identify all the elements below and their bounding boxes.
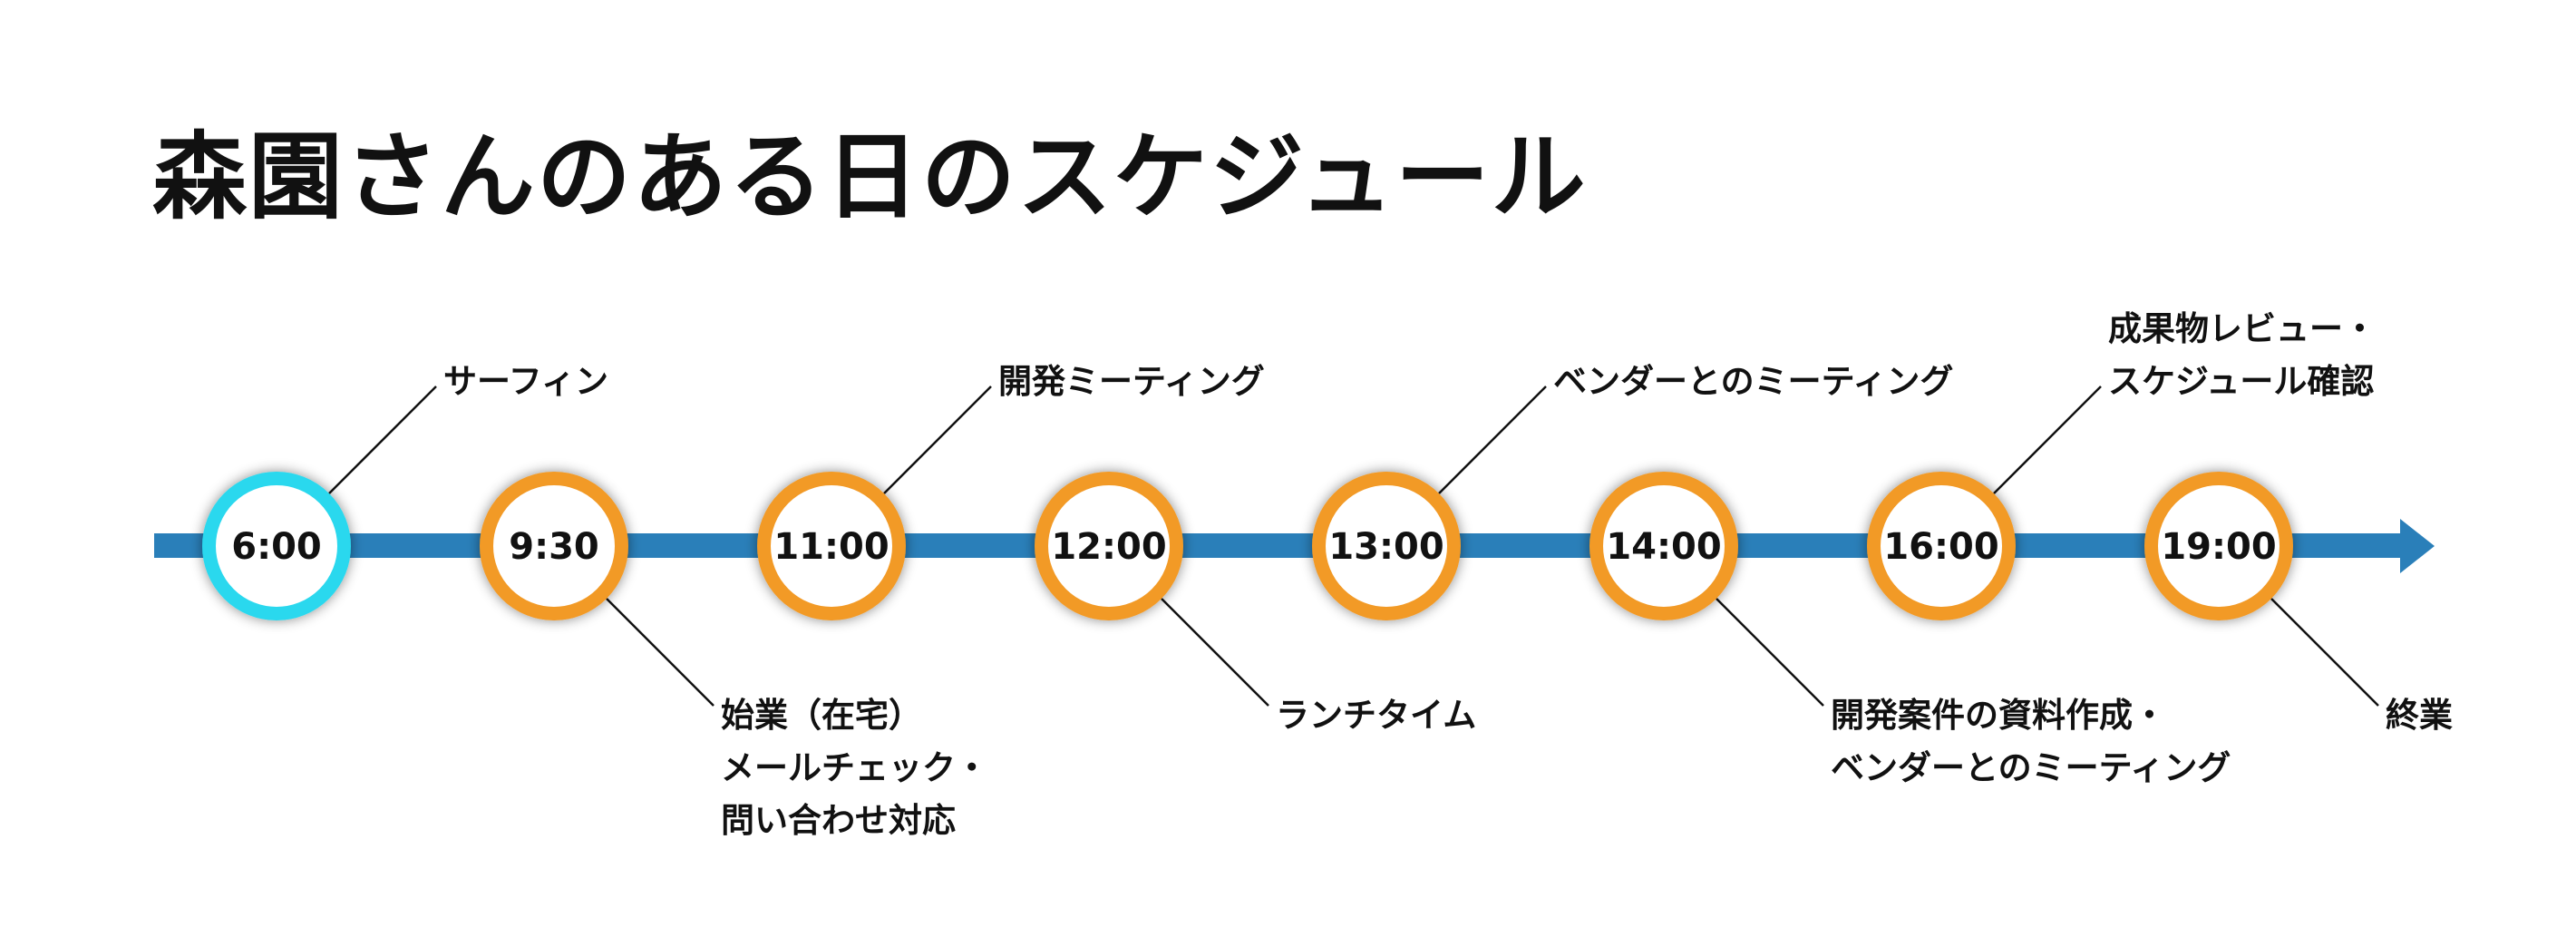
event-label: 開発ミーティング: [998, 356, 1265, 408]
event-time: 9:30: [509, 526, 599, 568]
event-connector-line: [1438, 386, 1547, 494]
event-node: 19:00: [2144, 472, 2293, 620]
event-node-ring: [202, 472, 351, 620]
event-time: 6:00: [231, 526, 322, 568]
event-label-line: スケジュール確認: [2108, 362, 2375, 401]
event-time: 19:00: [2161, 526, 2276, 568]
event-time: 11:00: [773, 526, 889, 568]
event-node-ring: [480, 472, 628, 620]
event-node: 14:00: [1589, 472, 1738, 620]
event-label: サーフィン: [443, 356, 608, 408]
event-node: 12:00: [1035, 472, 1183, 620]
event-label-line: ベンダーとのミーティング: [1831, 748, 2231, 787]
event-node-ring: [2144, 472, 2293, 620]
event-connector-line: [1716, 598, 1824, 707]
event-label: 終業: [2386, 689, 2453, 742]
event-node: 16:00: [1867, 472, 2016, 620]
event-label: ベンダーとのミーティング: [1553, 356, 1953, 408]
event-connector-line: [606, 598, 714, 707]
event-node-ring: [757, 472, 906, 620]
event-node: 9:30: [480, 472, 628, 620]
event-node-ring: [1312, 472, 1461, 620]
event-time: 12:00: [1051, 526, 1166, 568]
event-node-ring: [1035, 472, 1183, 620]
event-node-ring: [1867, 472, 2016, 620]
event-node: 6:00: [202, 472, 351, 620]
event-connector-line: [1993, 386, 2102, 494]
event-label-line: ランチタイム: [1276, 696, 1477, 735]
event-label-line: ベンダーとのミーティング: [1553, 362, 1954, 401]
event-label: ランチタイム: [1276, 689, 1476, 742]
timeline-arrow-head: [2400, 519, 2435, 573]
event-connector-line: [2270, 598, 2379, 707]
event-label-line: メールチェック・: [721, 748, 989, 787]
event-time: 16:00: [1883, 526, 1998, 568]
event-label-line: 成果物レビュー・: [2108, 309, 2377, 348]
event-time: 13:00: [1328, 526, 1444, 568]
event-label-line: 終業: [2386, 696, 2453, 735]
event-connector-line: [883, 386, 992, 494]
event-connector-line: [328, 386, 437, 494]
event-label: 始業（在宅） メールチェック・問い合わせ対応: [721, 689, 988, 847]
event-label-line: 始業（在宅）: [721, 696, 922, 735]
event-label: 成果物レビュー・スケジュール確認: [2108, 303, 2377, 408]
event-label-line: 開発案件の資料作成・: [1831, 696, 2166, 735]
event-label-line: 開発ミーティング: [998, 362, 1265, 401]
event-connector-line: [1161, 598, 1269, 707]
event-label: 開発案件の資料作成・ベンダーとのミーティング: [1831, 689, 2231, 795]
event-node: 13:00: [1312, 472, 1461, 620]
event-node-ring: [1589, 472, 1738, 620]
page-title: 森園さんのある日のスケジュール: [152, 122, 1588, 232]
event-time: 14:00: [1606, 526, 1721, 568]
event-label-line: サーフィン: [443, 362, 609, 401]
event-label-line: 問い合わせ対応: [721, 801, 956, 840]
event-node: 11:00: [757, 472, 906, 620]
